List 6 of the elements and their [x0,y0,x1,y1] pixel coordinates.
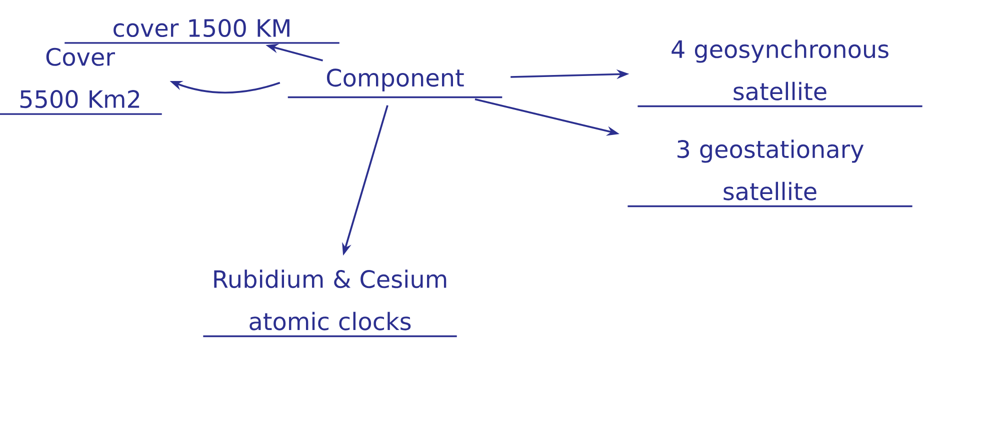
underlined-note: 4 geosynchronous satellite [638,40,922,108]
underlined-note: Rubidium & Cesium atomic clocks [203,270,457,338]
underlined-note: Component [288,68,502,98]
underlined-note: 3 geostationary satellite [628,140,912,208]
underlined-note: Cover 5500 Km2 [0,48,162,115]
underlined-note: cover 1500 KM [64,18,340,44]
